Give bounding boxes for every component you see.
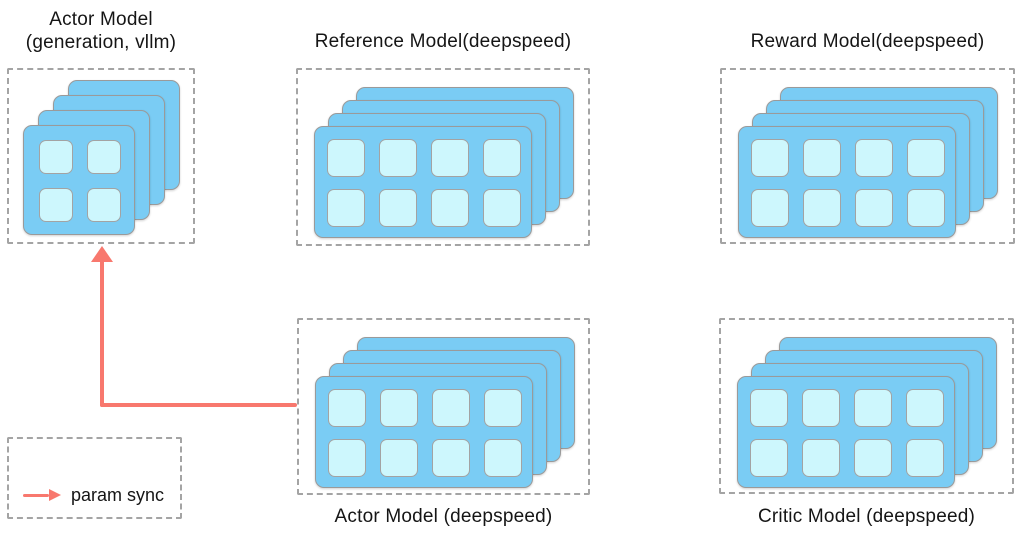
legend-box: param sync <box>7 437 182 519</box>
actor-vllm-box <box>7 68 195 244</box>
gpu-square <box>483 139 521 177</box>
gpu-card <box>737 376 955 488</box>
gpu-square <box>907 189 945 227</box>
reward-model-title: Reward Model(deepspeed) <box>720 30 1015 53</box>
gpu-square <box>379 139 417 177</box>
gpu-square <box>855 189 893 227</box>
gpu-stack-reward <box>722 70 1013 242</box>
gpu-square <box>327 139 365 177</box>
actor-deepspeed-box <box>297 318 590 495</box>
gpu-square <box>906 389 944 427</box>
gpu-square <box>328 439 366 477</box>
gpu-square <box>328 389 366 427</box>
actor-deepspeed-title: Actor Model (deepspeed) <box>297 505 590 528</box>
gpu-square <box>803 139 841 177</box>
gpu-square <box>751 139 789 177</box>
gpu-square <box>751 189 789 227</box>
gpu-square <box>854 439 892 477</box>
gpu-square <box>855 139 893 177</box>
gpu-square <box>379 189 417 227</box>
gpu-square <box>39 188 73 222</box>
legend-row: param sync <box>23 483 164 507</box>
title-line: (generation, vllm) <box>25 32 177 53</box>
gpu-card <box>23 125 135 235</box>
gpu-square <box>431 139 469 177</box>
gpu-square <box>431 189 469 227</box>
gpu-square <box>907 139 945 177</box>
reference-model-title: Reference Model(deepspeed) <box>296 30 590 53</box>
param-sync-arrow-icon <box>23 489 61 501</box>
param-sync-arrowhead-icon <box>91 246 113 262</box>
param-sync-arrow-horizontal <box>100 403 297 407</box>
gpu-square <box>484 439 522 477</box>
gpu-square <box>802 439 840 477</box>
gpu-square <box>854 389 892 427</box>
title-line: Reference Model(deepspeed) <box>314 31 572 52</box>
gpu-square <box>87 140 121 174</box>
gpu-square <box>432 389 470 427</box>
gpu-card <box>314 126 532 238</box>
gpu-square <box>906 439 944 477</box>
gpu-square <box>327 189 365 227</box>
reward-model-box <box>720 68 1015 244</box>
gpu-stack-actor-vllm <box>9 70 193 242</box>
param-sync-arrow-vertical <box>100 259 104 407</box>
gpu-square <box>483 189 521 227</box>
gpu-stack-reference <box>298 70 588 244</box>
reference-model-box <box>296 68 590 246</box>
gpu-square <box>39 140 73 174</box>
critic-model-title: Critic Model (deepspeed) <box>719 505 1014 528</box>
title-line: Actor Model <box>49 9 153 30</box>
gpu-square <box>432 439 470 477</box>
legend-label: param sync <box>71 484 165 505</box>
gpu-square <box>87 188 121 222</box>
title-line: Actor Model (deepspeed) <box>334 506 553 527</box>
gpu-square <box>802 389 840 427</box>
gpu-stack-actor-deepspeed <box>299 320 588 493</box>
gpu-square <box>484 389 522 427</box>
gpu-card <box>315 376 533 488</box>
gpu-square <box>803 189 841 227</box>
gpu-square <box>750 439 788 477</box>
gpu-card <box>738 126 956 238</box>
title-line: Critic Model (deepspeed) <box>757 506 976 527</box>
actor-vllm-title: Actor Model (generation, vllm) <box>0 8 202 54</box>
critic-model-box <box>719 318 1014 494</box>
title-line: Reward Model(deepspeed) <box>750 31 985 52</box>
gpu-square <box>380 439 418 477</box>
gpu-square <box>750 389 788 427</box>
gpu-square <box>380 389 418 427</box>
gpu-stack-critic <box>721 320 1012 492</box>
